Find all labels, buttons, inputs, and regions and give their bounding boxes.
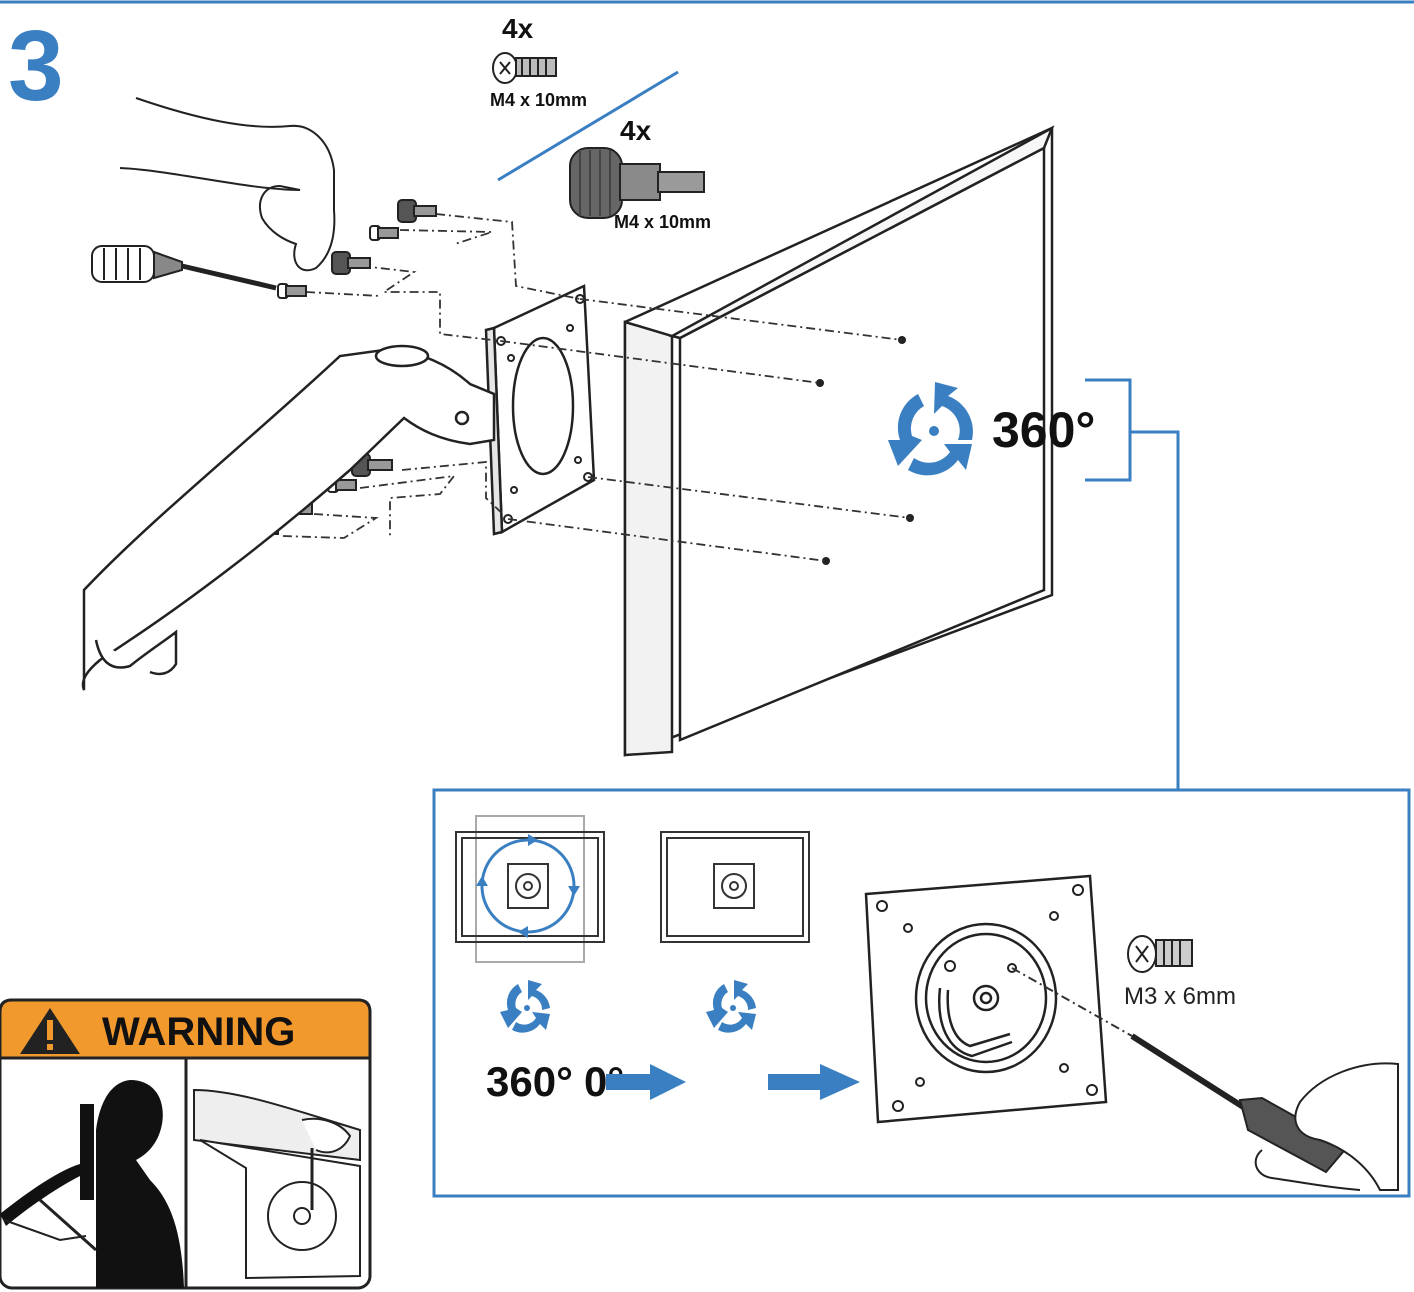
arrow-right-icon [768, 1064, 860, 1100]
m4-screw-label: M4 x 10mm [490, 90, 587, 110]
m3-screw-label: M3 x 6mm [1124, 983, 1236, 1010]
rotation-label: 360° [992, 402, 1095, 458]
arrow-right-icon [606, 1064, 686, 1100]
inset-hand [1254, 1062, 1399, 1191]
thumb-screw-qty: 4x [620, 115, 652, 146]
vesa-plate [484, 284, 596, 536]
inset-screwdriver [1130, 1033, 1350, 1174]
mount-hole [816, 379, 824, 387]
m3-screw-icon [1127, 935, 1193, 973]
warning-label: WARNING [102, 1010, 295, 1054]
rotation-icon-small [706, 980, 756, 1033]
mount-hole [822, 557, 830, 565]
m4-screw-qty: 4x [502, 13, 534, 44]
mini-monitor-rotatable [455, 815, 605, 963]
warning-hands-pictogram [193, 1088, 361, 1280]
warning-person-pictogram [0, 1080, 184, 1288]
m3-alignment-guide [1011, 967, 1133, 1037]
warning-icon [20, 1008, 80, 1054]
rotation-icon-small [500, 980, 550, 1033]
divider-line [497, 70, 679, 182]
mounting-plate-detail [864, 874, 1108, 1124]
mini-ring-arrows [476, 834, 580, 938]
inset-label-360: 360° [486, 1058, 573, 1105]
hand-illustration [119, 97, 336, 272]
screwdriver-illustration [91, 245, 277, 291]
monitor-arm-illustration [81, 344, 496, 691]
monitor-illustration [623, 125, 1055, 757]
thumb-screw-icon [569, 147, 705, 219]
thumb-screw-label: M4 x 10mm [614, 212, 711, 232]
bracket-connector [1085, 378, 1132, 482]
mini-monitor-fixed [660, 831, 810, 943]
rotation-icon [888, 382, 973, 476]
alignment-guides [281, 213, 911, 562]
step-number: 3 [8, 10, 64, 122]
m4-screw-icon [492, 52, 557, 84]
mounting-plate-holes [876, 884, 1098, 1112]
connector-line [1130, 430, 1180, 790]
